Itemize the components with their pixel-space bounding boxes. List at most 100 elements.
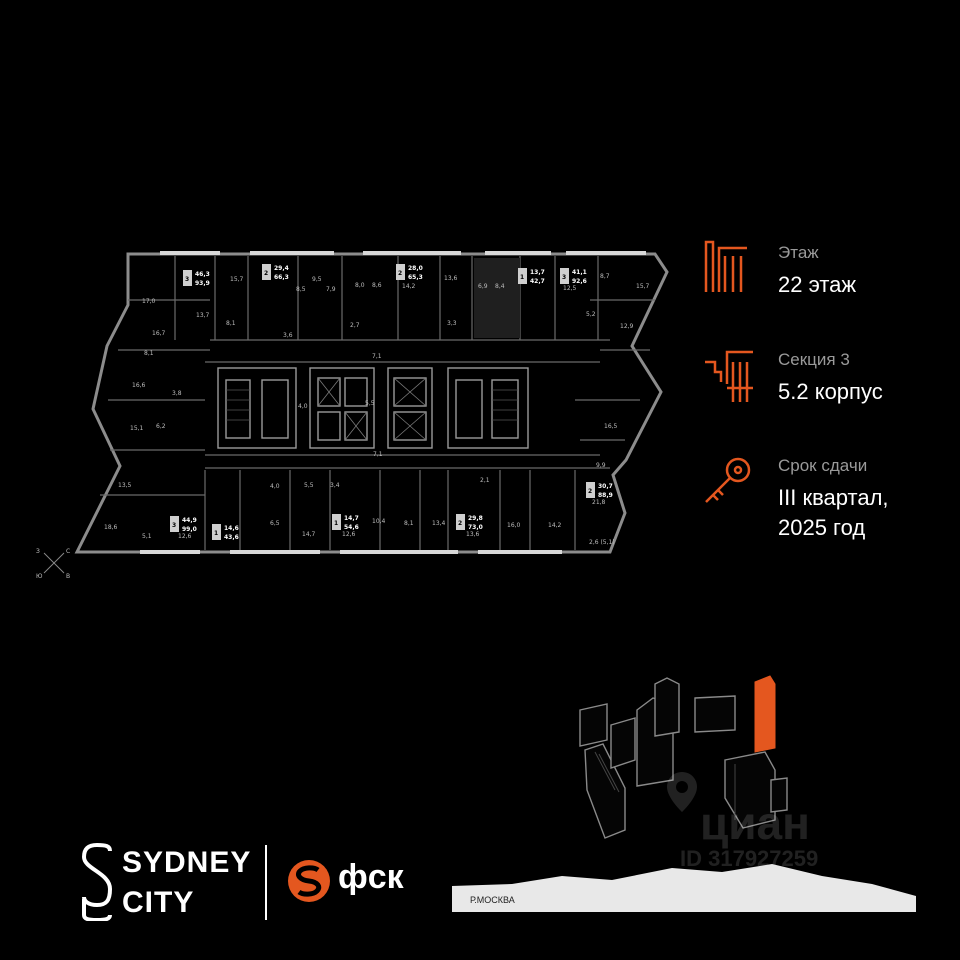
room-area: 14,2 — [402, 283, 416, 290]
room-area: 5,5 — [304, 482, 314, 489]
svg-text:30,7: 30,7 — [598, 483, 613, 490]
room-area: 7,1 — [373, 451, 383, 458]
room-area: 5,2 — [586, 311, 596, 318]
apartment-badge[interactable]: 1 14,6 43,6 — [212, 524, 239, 541]
svg-text:29,8: 29,8 — [468, 515, 483, 522]
apartment-badge[interactable]: 3 46,3 93,9 — [183, 270, 210, 287]
svg-text:92,6: 92,6 — [572, 278, 587, 285]
elevator-core — [217, 367, 529, 449]
svg-text:2: 2 — [458, 520, 462, 527]
river-silhouette — [452, 864, 916, 912]
apartment-badge[interactable]: 3 44,9 99,0 — [170, 516, 197, 533]
room-area: 10,4 — [372, 518, 386, 525]
room-area: 12,5 — [563, 285, 577, 292]
room-area: 5,1 — [142, 533, 152, 540]
room-area: 13,4 — [432, 520, 446, 527]
section-value: 5.2 корпус — [778, 379, 883, 404]
svg-text:73,0: 73,0 — [468, 524, 483, 531]
svg-text:44,9: 44,9 — [182, 517, 197, 524]
apartment-badge[interactable]: 1 13,7 42,7 — [518, 268, 545, 285]
room-area: 9,9 — [596, 462, 606, 469]
logo-divider — [265, 845, 267, 920]
room-area: 6,2 — [156, 423, 166, 430]
delivery-value-line1: III квартал, — [778, 485, 889, 510]
logo-line1: SYDNEY — [122, 846, 252, 879]
section-icon — [705, 350, 753, 402]
svg-text:2: 2 — [264, 270, 268, 277]
svg-text:1: 1 — [214, 530, 218, 537]
svg-text:3: 3 — [185, 276, 189, 283]
room-area: 2,1 — [480, 477, 490, 484]
room-area: 15,7 — [230, 276, 244, 283]
room-area: 21,8 — [592, 499, 606, 506]
room-area: 8,4 — [495, 283, 505, 290]
room-area: 2,6 (5,1) — [589, 539, 615, 546]
room-area: 2,7 — [350, 322, 360, 329]
compass-e: В — [66, 573, 70, 580]
room-area: 7,9 — [326, 286, 336, 293]
room-area: 13,6 — [466, 531, 480, 538]
svg-text:2: 2 — [588, 488, 592, 495]
watermark-brand: циан — [700, 797, 810, 849]
svg-text:42,7: 42,7 — [530, 278, 545, 285]
room-area: 15,7 — [636, 283, 650, 290]
delivery-value-line2: 2025 год — [778, 515, 866, 540]
svg-text:41,1: 41,1 — [572, 269, 587, 276]
apartment-badge[interactable]: 2 29,8 73,0 — [456, 514, 483, 531]
room-area: 3,3 — [447, 320, 457, 327]
room-area: 3,8 — [172, 390, 182, 397]
room-area: 12,6 — [178, 533, 192, 540]
apartment-badge[interactable]: 2 28,0 65,3 — [396, 264, 423, 281]
svg-text:1: 1 — [334, 520, 338, 527]
svg-text:88,9: 88,9 — [598, 492, 613, 499]
site-map — [579, 675, 788, 839]
svg-text:99,0: 99,0 — [182, 526, 197, 533]
room-area: 16,5 — [604, 423, 618, 430]
floor-label: Этаж — [778, 243, 819, 262]
logo-line2: CITY — [122, 886, 195, 919]
room-area: 16,6 — [132, 382, 146, 389]
compass-w: З — [36, 548, 40, 555]
svg-text:2: 2 — [398, 270, 402, 277]
room-area: 15,1 — [130, 425, 144, 432]
highlighted-building — [754, 675, 776, 753]
svg-text:14,7: 14,7 — [344, 515, 359, 522]
svg-text:28,0: 28,0 — [408, 265, 423, 272]
svg-text:66,3: 66,3 — [274, 274, 289, 281]
room-area: 16,7 — [152, 330, 166, 337]
svg-text:93,9: 93,9 — [195, 280, 210, 287]
apartment-badge[interactable]: 2 30,7 88,9 — [586, 482, 613, 499]
core-crosses — [317, 377, 427, 441]
svg-text:14,6: 14,6 — [224, 525, 239, 532]
room-area: 14,2 — [548, 522, 562, 529]
room-area: 5,5 — [365, 400, 375, 407]
fsk-logo-icon — [288, 860, 330, 902]
room-area: 12,9 — [620, 323, 634, 330]
room-area: 7,1 — [372, 353, 382, 360]
room-area: 13,7 — [196, 312, 210, 319]
room-area: 8,0 — [355, 282, 365, 289]
floor-value: 22 этаж — [778, 272, 857, 297]
room-area: 12,6 — [342, 531, 356, 538]
compass-s: Ю — [36, 573, 43, 580]
room-area: 8,7 — [600, 273, 610, 280]
fsk-logo-text: фск — [338, 858, 404, 896]
room-area: 16,0 — [507, 522, 521, 529]
svg-text:65,3: 65,3 — [408, 274, 423, 281]
apartment-badge[interactable]: 3 41,1 92,6 — [560, 268, 587, 285]
stair-hatching — [226, 389, 518, 421]
sydney-city-logo-icon — [81, 843, 113, 921]
svg-text:13,7: 13,7 — [530, 269, 545, 276]
location-pin-icon — [667, 772, 697, 812]
section-label: Секция 3 — [778, 350, 850, 369]
interior-walls — [100, 256, 655, 550]
highlighted-unit-shading — [474, 258, 520, 338]
svg-text:54,6: 54,6 — [344, 524, 359, 531]
apartment-badge[interactable]: 1 14,7 54,6 — [332, 514, 359, 531]
floor-plan-outline — [74, 252, 669, 554]
apartment-badge[interactable]: 2 29,4 66,3 — [262, 264, 289, 281]
compass — [43, 552, 65, 574]
svg-text:29,4: 29,4 — [274, 265, 289, 272]
floor-icon — [704, 240, 747, 292]
